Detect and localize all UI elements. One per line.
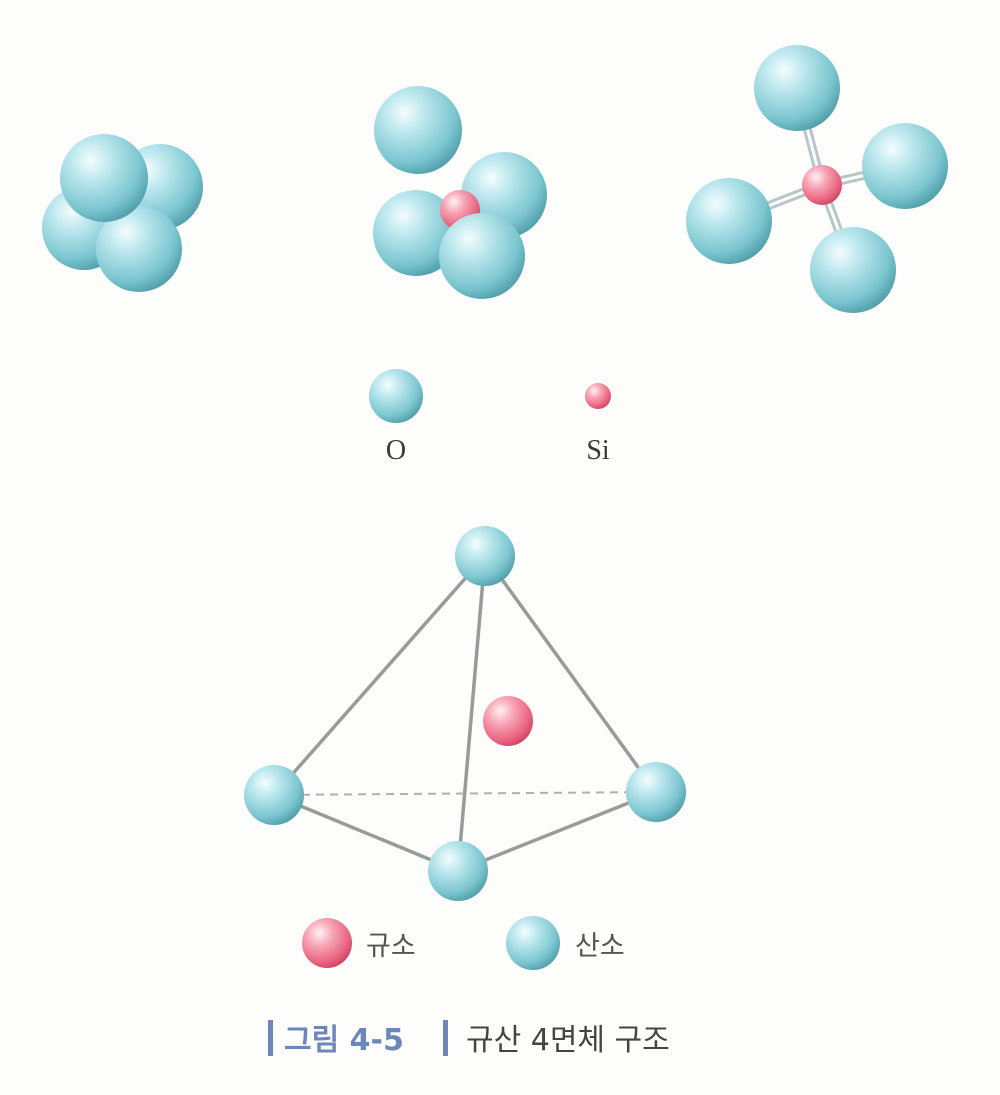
oxygen-atom: [428, 841, 488, 901]
caption-bar-right: [443, 1020, 448, 1056]
oxygen-legend-swatch: [369, 369, 423, 423]
figure-number: 그림 4-5: [284, 1023, 404, 1058]
oxygen-atom: [810, 227, 896, 313]
silicon-legend-swatch: [302, 918, 352, 968]
oxygen-atom: [439, 213, 525, 299]
ball-and-stick-model: [686, 45, 948, 313]
oxygen-atom: [374, 86, 462, 174]
oxygen-legend-label: 산소: [575, 931, 625, 962]
silicon-legend-label: Si: [586, 435, 610, 466]
oxygen-atom: [455, 526, 515, 586]
packed-oxygen-cluster: [42, 134, 203, 292]
oxygen-atom: [244, 765, 304, 825]
oxygen-atom: [626, 762, 686, 822]
oxygen-legend-swatch: [506, 916, 560, 970]
packed-tetrahedron-model: [373, 86, 547, 299]
tetrahedron-diagram: [244, 526, 686, 901]
tetrahedron-edges: [272, 554, 658, 873]
silicon-legend-label: 규소: [366, 931, 416, 962]
hidden-edge: [273, 791, 657, 796]
silicon-atom: [483, 696, 533, 746]
figure-caption: 그림 4-5 규산 4면체 구조: [268, 1020, 670, 1058]
oxygen-atom: [862, 123, 948, 209]
oxygen-atom: [686, 178, 772, 264]
oxygen-atom: [373, 190, 459, 276]
legend-bottom: 규소 산소: [302, 916, 625, 970]
silicon-legend-swatch: [585, 383, 611, 409]
caption-bar-left: [268, 1020, 273, 1056]
figure-title: 규산 4면체 구조: [466, 1023, 670, 1058]
oxygen-atom: [60, 134, 148, 222]
oxygen-atom: [96, 206, 182, 292]
silicon-atom: [802, 165, 842, 205]
oxygen-atom: [754, 45, 840, 131]
oxygen-legend-label: O: [386, 435, 406, 466]
legend-top: O Si: [369, 369, 611, 466]
